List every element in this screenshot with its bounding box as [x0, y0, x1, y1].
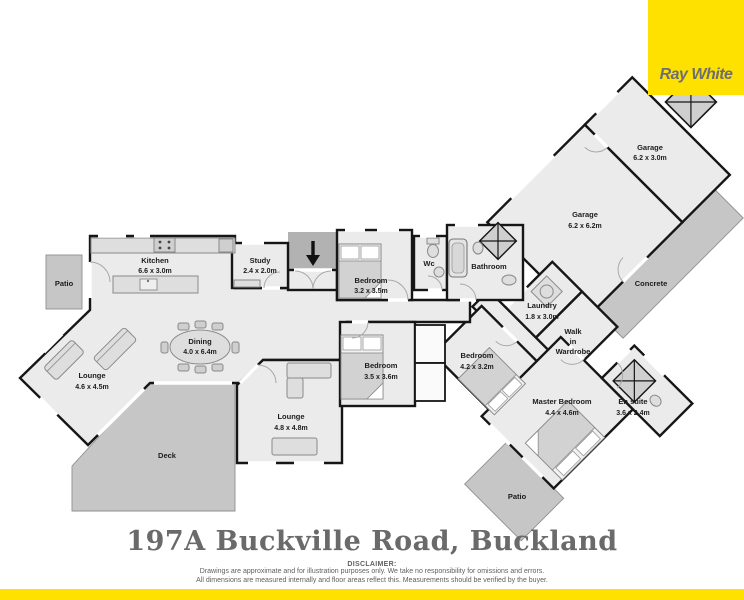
label-laundry-dims: 1.8 x 3.0m [525, 314, 558, 321]
label-patio-left: Patio [55, 279, 74, 288]
label-bedroom2: Bedroom [461, 351, 494, 360]
lounge1-sofa-2 [93, 327, 137, 371]
label-study-dims: 2.4 x 2.0m [243, 268, 276, 275]
ray-white-logo: Ray White [648, 0, 744, 95]
disclaimer-line-1: Drawings are approximate and for illustr… [199, 568, 545, 575]
label-dining-dims: 4.0 x 6.4m [183, 349, 216, 356]
label-kitchen-dims: 6.6 x 3.0m [138, 268, 171, 275]
label-garage-small: Garage [637, 143, 663, 152]
label-ensuite-dims: 3.6 x 2.4m [616, 410, 649, 417]
label-patio-bottom: Patio [508, 492, 527, 501]
ensuite-shower-icon [612, 358, 657, 404]
label-bathroom: Bathroom [471, 262, 507, 271]
label-concrete: Concrete [635, 279, 668, 288]
dining-table [160, 320, 240, 374]
stove-icon [153, 237, 176, 253]
bedroom2-bed [457, 346, 527, 416]
label-lounge1-dims: 4.6 x 4.5m [75, 384, 108, 391]
patio-left-area [45, 254, 83, 310]
washing-machine-icon [530, 275, 563, 308]
label-lounge2: Lounge [277, 412, 304, 421]
label-garage-large: Garage [572, 210, 598, 219]
label-wiw-3: Wardrobe [556, 347, 591, 356]
master-bed [524, 400, 606, 481]
lounge2-corner-sofa [286, 362, 332, 399]
label-wc: Wc [423, 259, 434, 268]
label-bedroom1-dims: 3.2 x 3.5m [354, 288, 387, 295]
lounge2-sofa [271, 437, 318, 456]
label-master-dims: 4.4 x 4.6m [545, 410, 578, 417]
label-bedroom1: Bedroom [355, 276, 388, 285]
study-desk [233, 279, 261, 288]
disclaimer-block: DISCLAIMER: Drawings are approximate and… [0, 561, 744, 585]
fridge-icon [218, 238, 234, 253]
label-bedroom3: Bedroom [365, 361, 398, 370]
label-garage-small-dims: 6.2 x 3.0m [633, 155, 666, 162]
room-labels: Patio Kitchen 6.6 x 3.0m Study 2.4 x 2.0… [55, 143, 667, 501]
bathtub-icon [448, 238, 468, 278]
lounge1-sofa-1 [44, 340, 84, 380]
wc-sink-icon [433, 266, 445, 278]
bathroom-shower-icon [478, 221, 518, 261]
bedroom1-bed [338, 243, 382, 299]
wardrobe-closet-bottom [414, 362, 446, 402]
label-bedroom3-dims: 3.5 x 3.6m [364, 374, 397, 381]
label-dining: Dining [188, 337, 212, 346]
label-wiw-1: Walk [564, 327, 582, 336]
disclaimer-line-2: All dimensions are measured internally a… [196, 576, 548, 584]
label-laundry: Laundry [527, 301, 557, 310]
ensuite-sink-icon [649, 394, 662, 407]
wc-toilet-icon [426, 237, 440, 258]
label-deck: Deck [158, 451, 177, 460]
ray-white-logo-text: Ray White [659, 66, 733, 83]
label-study: Study [250, 256, 272, 265]
bottom-yellow-bar [0, 589, 744, 600]
furniture [44, 237, 517, 456]
door-arcs [89, 261, 477, 384]
entry-arrow-icon [306, 241, 320, 266]
label-kitchen: Kitchen [141, 256, 169, 265]
label-master: Master Bedroom [532, 397, 592, 406]
label-lounge2-dims: 4.8 x 4.8m [274, 425, 307, 432]
label-wiw-2: in [570, 337, 577, 346]
property-address-title: 197A Buckville Road, Buckland [126, 526, 618, 557]
master-wing [431, 288, 695, 542]
bathroom-sink-icon [501, 274, 517, 286]
kitchen-island [112, 275, 199, 294]
label-lounge1: Lounge [78, 371, 105, 380]
label-garage-large-dims: 6.2 x 6.2m [568, 223, 601, 230]
bathroom-toilet-icon [472, 241, 484, 255]
label-ensuite: En suite [618, 397, 647, 406]
disclaimer-heading: DISCLAIMER: [347, 561, 397, 568]
windows [38, 223, 478, 465]
wardrobe-closet-top [414, 324, 446, 364]
outdoor-areas [45, 232, 337, 512]
label-bedroom2-dims: 4.2 x 3.2m [460, 364, 493, 371]
bedroom3-bed [340, 334, 384, 400]
